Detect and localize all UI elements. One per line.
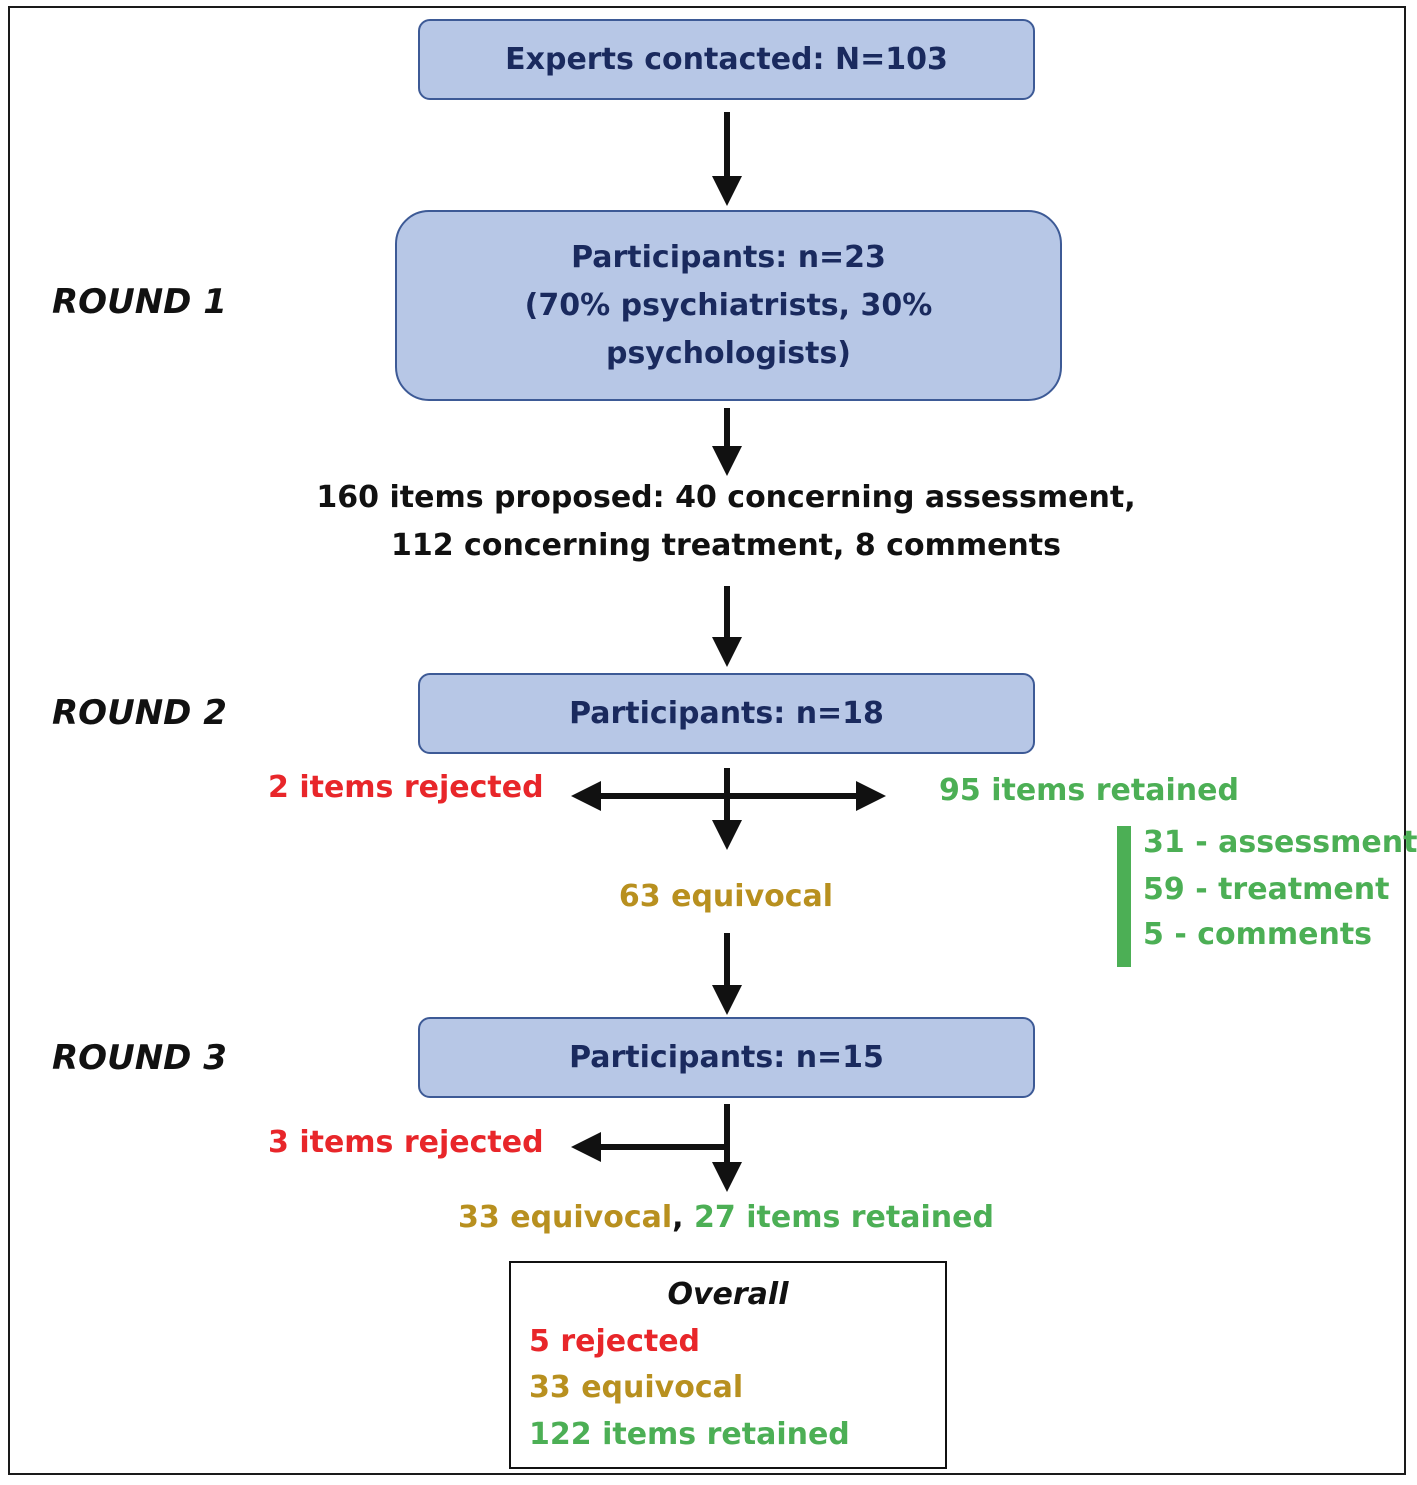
round2-rejected: 2 items rejected	[268, 770, 544, 805]
round3-participants: Participants: n=15	[569, 1039, 884, 1075]
round3-label: ROUND 3	[52, 1038, 227, 1078]
overall-retained: 122 items retained	[529, 1417, 850, 1452]
round1-composition: (70% psychiatrists, 30% psychologists)	[524, 287, 933, 371]
round2-participants: Participants: n=18	[569, 695, 884, 731]
round3-rejected: 3 items rejected	[268, 1125, 544, 1160]
round1-participants: Participants: n=23	[571, 239, 886, 275]
round1-box: Participants: n=23 (70% psychiatrists, 3…	[395, 210, 1062, 401]
round3-equivocal: 33 equivocal	[458, 1200, 673, 1235]
breakdown-treatment: 59 - treatment	[1143, 872, 1390, 907]
round2-equivocal: 63 equivocal	[618, 879, 834, 914]
proposed-line2: 112 concerning treatment, 8 comments	[390, 528, 1061, 563]
round3-separator: ,	[672, 1200, 684, 1235]
overall-equivocal: 33 equivocal	[529, 1370, 744, 1405]
round1-label: ROUND 1	[52, 282, 227, 322]
breakdown-assessment: 31 - assessment	[1143, 825, 1417, 860]
round3-retained: 27 items retained	[694, 1200, 994, 1235]
breakdown-comments: 5 - comments	[1143, 917, 1373, 952]
overall-title: Overall	[667, 1277, 789, 1312]
diagram-frame	[8, 6, 1406, 1475]
round2-label: ROUND 2	[52, 693, 227, 733]
round3-outcome: 33 equivocal, 27 items retained	[380, 1200, 1072, 1235]
proposed-line1: 160 items proposed: 40 concerning assess…	[316, 480, 1136, 515]
experts-box: Experts contacted: N=103	[418, 19, 1035, 100]
round2-box: Participants: n=18	[418, 673, 1035, 754]
round3-box: Participants: n=15	[418, 1017, 1035, 1098]
overall-summary-box: Overall 5 rejected 33 equivocal 122 item…	[509, 1261, 947, 1469]
round2-retained: 95 items retained	[939, 773, 1239, 808]
experts-label: Experts contacted: N=103	[505, 41, 948, 77]
retained-breakdown-bar	[1117, 826, 1131, 967]
overall-rejected: 5 rejected	[529, 1324, 701, 1359]
